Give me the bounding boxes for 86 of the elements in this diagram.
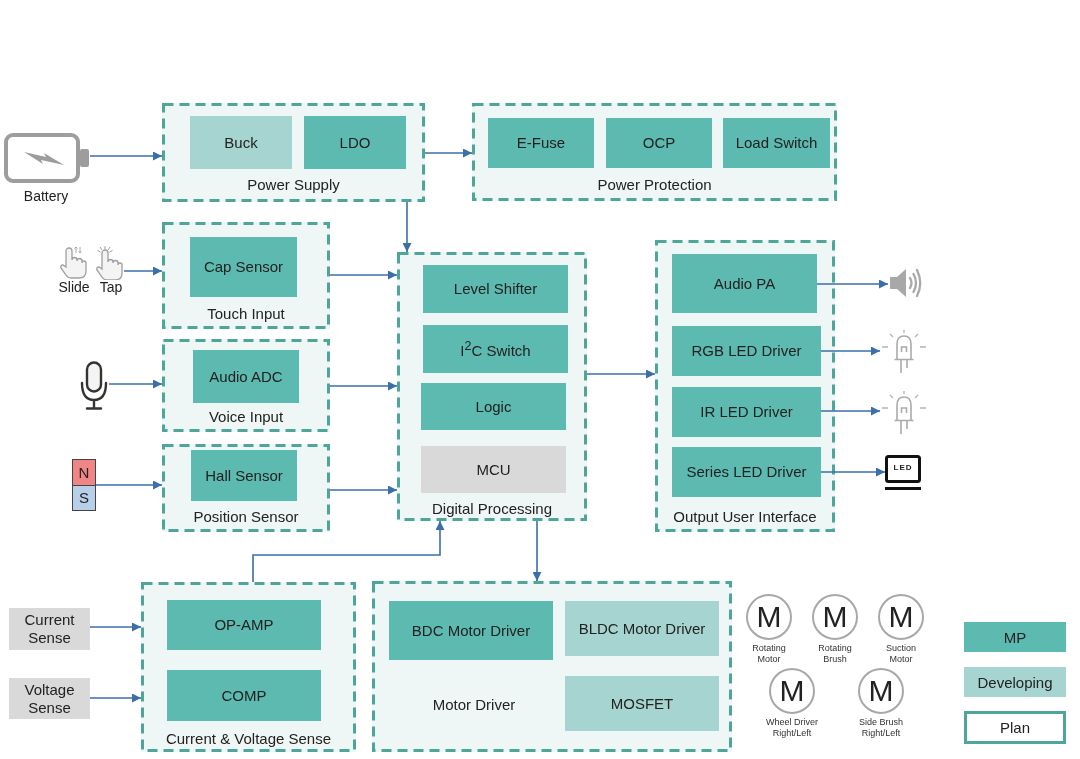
module-block: Load Switch (723, 118, 830, 168)
module-block: OP-AMP (167, 600, 321, 650)
module-block: OCP (606, 118, 712, 168)
hand-gesture-icon (60, 246, 124, 280)
module-block: BLDC Motor Driver (565, 601, 719, 656)
arrow (816, 279, 889, 289)
icon-caption: Tap (99, 278, 123, 296)
module-block: Level Shifter (423, 265, 568, 313)
arrow (532, 520, 542, 582)
led-bulb-icon (880, 330, 928, 374)
motor-symbol: M (878, 594, 924, 640)
motor-symbol: M (858, 668, 904, 714)
arrow (89, 151, 163, 161)
battery-icon (4, 133, 90, 183)
group-panel (162, 339, 330, 432)
module-block: Current Sense (9, 608, 90, 650)
module-block: Series LED Driver (672, 447, 821, 497)
module-block: COMP (167, 670, 321, 721)
group-label: Motor Driver (432, 696, 516, 714)
magnet-symbol (72, 459, 96, 511)
group-label: Digital Processing (431, 500, 553, 518)
legend-label: Plan (1000, 719, 1030, 736)
arrow (820, 346, 881, 356)
arrow (424, 148, 473, 158)
group-panel (372, 581, 732, 752)
module-block: Buck (190, 116, 292, 169)
arrow (123, 266, 163, 276)
module-block: I$^{2}$C Switch (423, 325, 568, 373)
group-panel (472, 103, 837, 201)
group-label: Current & Voltage Sense (165, 730, 332, 748)
arrow (89, 693, 142, 703)
display-text: LED (892, 463, 914, 473)
motor-symbol: M (812, 594, 858, 640)
module-block: E-Fuse (488, 118, 594, 168)
arrow (820, 406, 881, 416)
module-block: BDC Motor Driver (389, 601, 553, 660)
arrow (820, 467, 886, 477)
group-label: Position Sensor (193, 508, 299, 526)
group-panel (162, 103, 425, 202)
motor-caption: Side Brush Right/Left (858, 717, 904, 739)
module-block: Logic (421, 383, 566, 430)
speaker-icon (888, 266, 924, 300)
module-block: RGB LED Driver (672, 326, 821, 376)
group-panel (141, 582, 356, 752)
arrow (402, 201, 412, 253)
module-block: LDO (304, 116, 406, 169)
led-display-icon (885, 455, 921, 491)
module-block: Hall Sensor (191, 450, 297, 501)
group-panel (162, 222, 330, 329)
arrow (95, 480, 163, 490)
motor-symbol: M (769, 668, 815, 714)
motor-caption: Rotating Brush (817, 643, 853, 665)
group-label: Voice Input (208, 408, 284, 426)
magnet-pole-label: N (73, 460, 95, 485)
arrow (329, 270, 398, 280)
group-label: Power Protection (597, 176, 712, 194)
motor-symbol: M (746, 594, 792, 640)
group-panel (162, 444, 330, 532)
motor-caption: Rotating Motor (751, 643, 787, 665)
module-block: Audio ADC (193, 350, 299, 403)
icon-caption: Slide (58, 278, 90, 296)
group-panel (655, 240, 835, 532)
group-label: Touch Input (207, 305, 285, 323)
arrow (252, 520, 445, 583)
arrow (89, 622, 142, 632)
group-panel (397, 252, 587, 521)
arrow (108, 379, 163, 389)
module-block: Cap Sensor (190, 237, 297, 297)
module-block: Audio PA (672, 254, 817, 313)
icon-caption: Battery (23, 187, 69, 205)
legend-label: MP (1003, 628, 1027, 646)
microphone-icon (79, 361, 109, 411)
group-label: Power Supply (247, 176, 340, 194)
motor-caption: Wheel Driver Right/Left (765, 717, 819, 739)
magnet-pole-label: S (73, 484, 95, 510)
arrow (329, 381, 398, 391)
motor-caption: Suction Motor (885, 643, 917, 665)
module-block: MOSFET (565, 676, 719, 731)
led-bulb-icon (880, 391, 928, 435)
module-block: MCU (421, 446, 566, 493)
legend-label: Developing (977, 673, 1053, 691)
module-block: IR LED Driver (672, 387, 821, 437)
module-block: Voltage Sense (9, 678, 90, 719)
group-label: Output User Interface (673, 508, 817, 526)
arrow (329, 485, 398, 495)
arrow (586, 369, 656, 379)
